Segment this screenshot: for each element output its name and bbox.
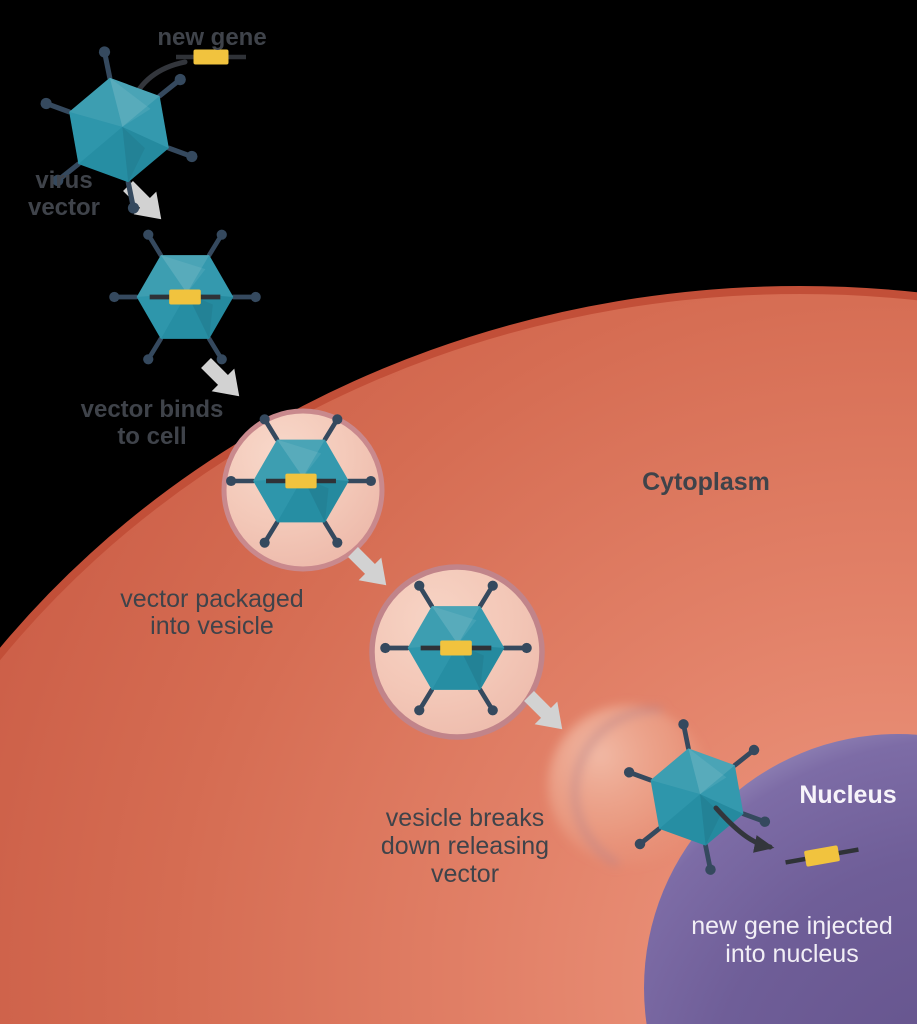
label-vector-binds-line2: to cell	[117, 423, 186, 450]
label-virus-vector-line1: virus	[35, 167, 92, 194]
gene-injection-arrow	[713, 805, 775, 853]
label-new-gene: new gene	[157, 24, 266, 51]
label-vesicle-breaks-line1: vesicle breaks	[386, 804, 544, 832]
label-nucleus: Nucleus	[799, 781, 896, 809]
nucleus	[644, 734, 917, 1024]
label-virus-vector-line2: vector	[28, 194, 100, 221]
label-vector-packaged-line2: into vesicle	[150, 612, 274, 640]
label-vector-binds-line1: vector binds	[81, 396, 224, 423]
label-gene-injected-line2: into nucleus	[725, 940, 858, 968]
label-vesicle-breaks-line3: vector	[431, 860, 499, 888]
label-vector-packaged-line1: vector packaged	[120, 585, 303, 613]
label-gene-injected-line1: new gene injected	[691, 912, 893, 940]
new-gene-free	[176, 49, 246, 65]
label-vesicle-breaks-line2: down releasing	[381, 832, 549, 860]
label-cytoplasm: Cytoplasm	[642, 468, 770, 496]
new-gene-in-nucleus	[785, 845, 859, 867]
